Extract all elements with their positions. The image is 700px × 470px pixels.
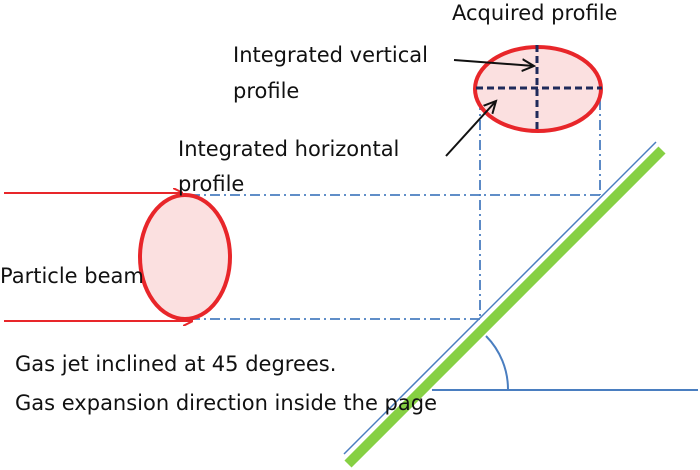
- particle-beam-label: Particle beam: [0, 264, 144, 288]
- horizontal-profile-label-line1: Integrated horizontal: [178, 137, 400, 161]
- gas-jet-edge: [343, 141, 657, 455]
- projection-lines: [190, 100, 602, 320]
- vertical-profile-arrow: [453, 60, 534, 66]
- vertical-profile-label-line1: Integrated vertical: [233, 43, 428, 67]
- gas-jet: [344, 146, 666, 468]
- acquired-profile-label: Acquired profile: [452, 1, 618, 25]
- horizontal-profile-label-line2: profile: [178, 172, 245, 196]
- note-line2: Gas expansion direction inside the page: [15, 391, 437, 415]
- horizontal-profile-arrow: [445, 101, 496, 157]
- vertical-profile-label-line2: profile: [233, 79, 300, 103]
- beam-cross-section: [138, 193, 232, 321]
- note-line1: Gas jet inclined at 45 degrees.: [15, 352, 337, 376]
- angle-arc: [485, 335, 510, 391]
